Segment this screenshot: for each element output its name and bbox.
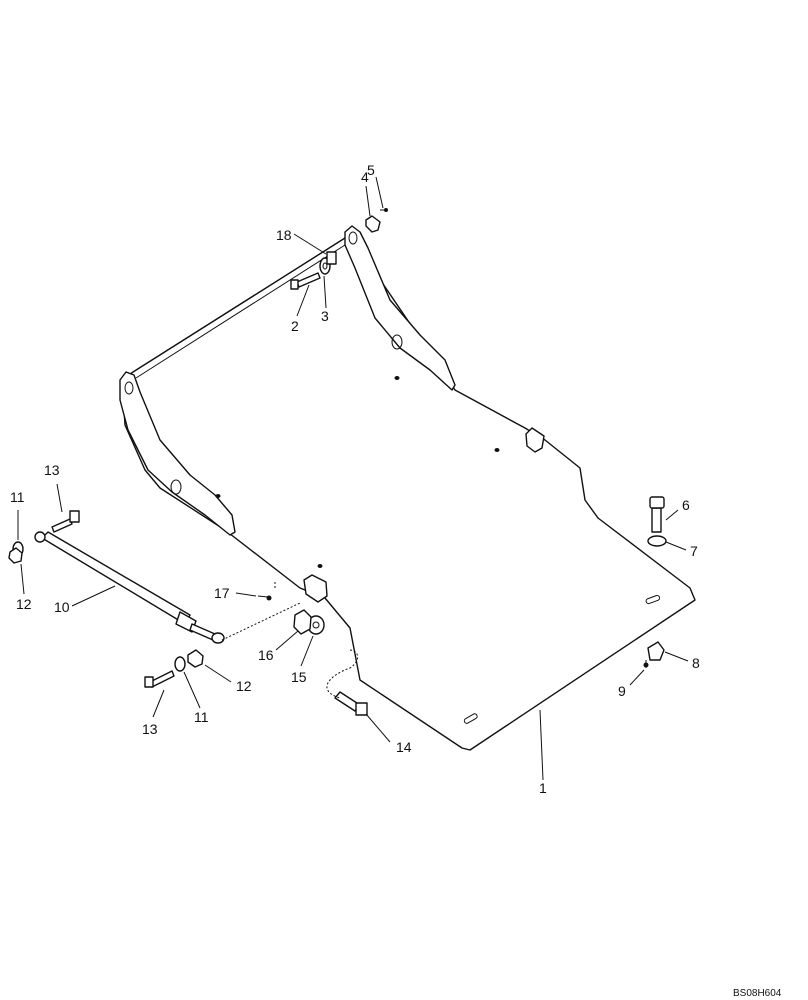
callout-2: 2 [291, 318, 299, 334]
callout-4: 4 [361, 169, 369, 185]
callout-10: 10 [54, 599, 70, 615]
callout-11-bottom: 11 [194, 709, 209, 725]
callout-18: 18 [276, 227, 292, 243]
callout-12-left: 12 [16, 596, 32, 612]
floor-plate [119, 225, 696, 751]
callout-13-bottom: 13 [142, 721, 158, 737]
leader-lines [17, 176, 689, 781]
callout-1: 1 [539, 780, 547, 796]
callout-16: 16 [258, 647, 274, 663]
callout-17: 17 [214, 585, 230, 601]
callout-3: 3 [321, 308, 329, 324]
callout-14: 14 [396, 739, 412, 755]
callout-6: 6 [682, 497, 690, 513]
callout-11-left: 11 [10, 489, 25, 505]
callout-9: 9 [618, 683, 626, 699]
fasteners [8, 208, 667, 716]
gas-strut [34, 531, 225, 644]
callout-13-top: 13 [44, 462, 60, 478]
callout-12-bottom: 12 [236, 678, 252, 694]
callout-5: 5 [367, 162, 375, 178]
drawing-code: BS08H604 [733, 988, 782, 999]
callout-8: 8 [692, 655, 700, 671]
callout-15: 15 [291, 669, 307, 685]
callout-labels: 1 2 3 4 5 6 7 8 9 10 11 11 12 12 13 13 1… [10, 162, 700, 796]
assembly-lines [221, 582, 358, 699]
callout-7: 7 [690, 543, 698, 559]
